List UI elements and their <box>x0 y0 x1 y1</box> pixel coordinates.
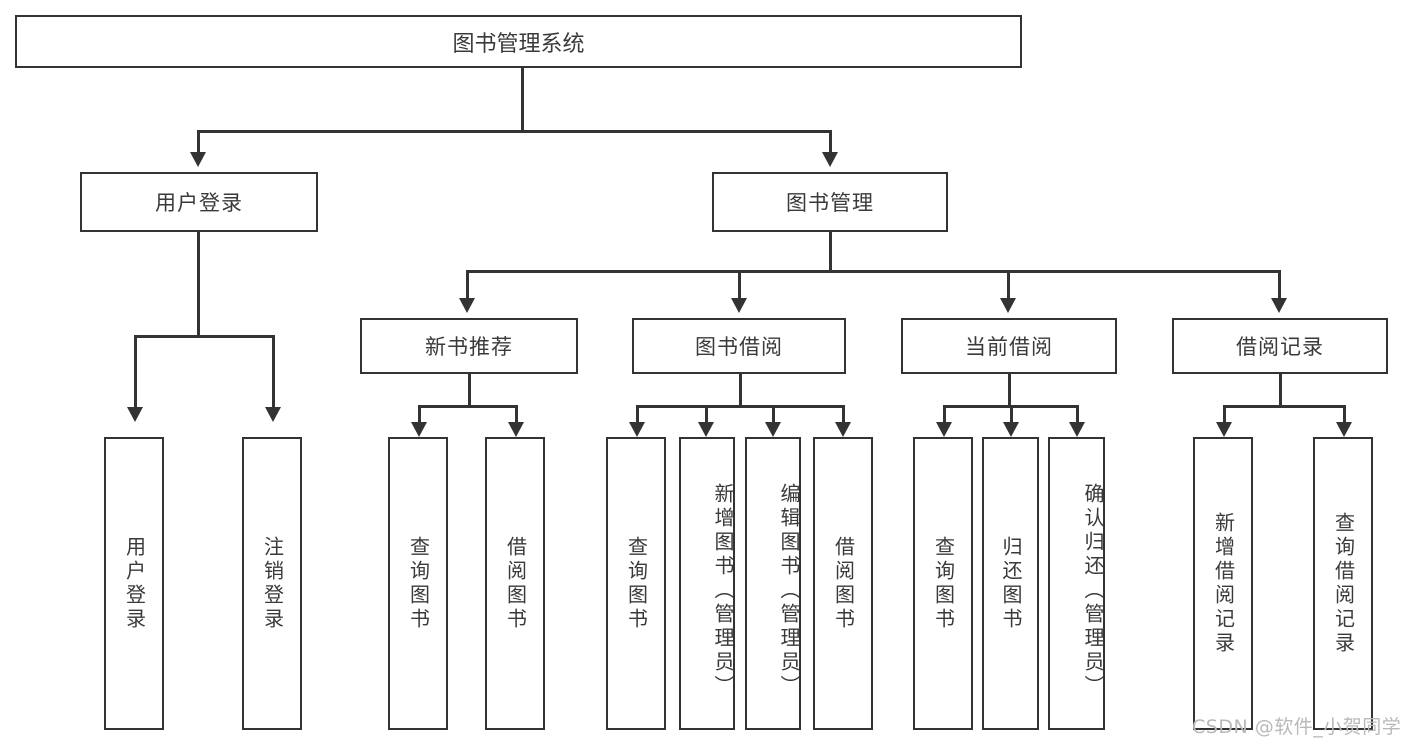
arrow-to-recommend-borrow <box>508 422 524 437</box>
connector-record-stem <box>1279 374 1282 407</box>
connector-root-to-login <box>197 130 200 152</box>
connector-login-stem <box>197 232 200 335</box>
connector-recommend-l2 <box>515 405 518 422</box>
connector-borrow-l3 <box>772 405 775 422</box>
connector-record-l2 <box>1343 405 1346 422</box>
node-label: 新增图书（管理员） <box>711 482 735 699</box>
node-label: 新书推荐 <box>425 335 513 359</box>
connector-root-stem <box>521 68 524 130</box>
node-label: 用户登录 <box>122 535 147 632</box>
node-new-book-recommend[interactable]: 新书推荐 <box>360 318 578 374</box>
leaf-logout[interactable]: 注销登录 <box>242 437 302 730</box>
node-label: 借阅图书 <box>831 535 856 632</box>
connector-recommend-stem <box>468 374 471 407</box>
arrow-to-current-borrow <box>1000 298 1016 313</box>
arrow-to-borrow-record <box>1271 298 1287 313</box>
arrow-to-new-book-recommend <box>459 298 475 313</box>
connector-borrow-stem <box>739 374 742 407</box>
leaf-borrow-query-book[interactable]: 查询图书 <box>606 437 666 730</box>
connector-record-bus <box>1223 405 1345 408</box>
connector-borrow-l1 <box>636 405 639 422</box>
node-current-borrow[interactable]: 当前借阅 <box>901 318 1117 374</box>
connector-root-to-bookmgmt <box>829 130 832 152</box>
connector-current-l2 <box>1010 405 1013 422</box>
arrow-to-record-add <box>1216 422 1232 437</box>
connector-borrow-bus <box>636 405 844 408</box>
node-label: 注销登录 <box>260 535 285 632</box>
leaf-user-login[interactable]: 用户登录 <box>104 437 164 730</box>
arrow-to-borrow-query <box>629 422 645 437</box>
node-label: 用户登录 <box>155 191 243 215</box>
arrow-to-borrow-lend <box>835 422 851 437</box>
connector-record-l1 <box>1223 405 1226 422</box>
node-label: 新增借阅记录 <box>1211 511 1236 656</box>
node-user-login[interactable]: 用户登录 <box>80 172 318 232</box>
leaf-borrow-add-book[interactable]: 新增图书（管理员） <box>679 437 735 730</box>
connector-current-stem <box>1008 374 1011 407</box>
connector-recommend-l1 <box>418 405 421 422</box>
arrow-to-leaf-logout <box>265 407 281 422</box>
leaf-current-return-book[interactable]: 归还图书 <box>982 437 1039 730</box>
node-label: 图书管理系统 <box>452 31 585 57</box>
node-label: 编辑图书（管理员） <box>777 482 801 699</box>
node-label: 图书管理 <box>786 191 874 215</box>
node-label: 归还图书 <box>999 535 1023 632</box>
node-book-management[interactable]: 图书管理 <box>712 172 948 232</box>
arrow-to-book-management <box>822 152 838 167</box>
connector-bookmgmt-b4 <box>1278 270 1281 298</box>
leaf-recommend-borrow-book[interactable]: 借阅图书 <box>485 437 545 730</box>
node-label: 借阅图书 <box>503 535 528 632</box>
node-label: 图书借阅 <box>695 335 783 359</box>
leaf-borrow-lend-book[interactable]: 借阅图书 <box>813 437 873 730</box>
leaf-record-query[interactable]: 查询借阅记录 <box>1313 437 1373 730</box>
arrow-to-record-query <box>1336 422 1352 437</box>
arrow-to-leaf-user-login <box>127 407 143 422</box>
node-label: 借阅记录 <box>1236 335 1324 359</box>
leaf-current-query-book[interactable]: 查询图书 <box>913 437 973 730</box>
connector-borrow-l4 <box>842 405 845 422</box>
watermark: CSDN @软件_小贺同学 <box>1192 716 1402 738</box>
arrow-to-book-borrow <box>731 298 747 313</box>
connector-bookmgmt-bus <box>466 270 1280 273</box>
arrow-to-current-return <box>1003 422 1019 437</box>
node-label: 查询借阅记录 <box>1331 511 1356 656</box>
arrow-to-borrow-edit <box>765 422 781 437</box>
arrow-to-current-query <box>936 422 952 437</box>
connector-current-l3 <box>1076 405 1079 422</box>
node-label: 查询图书 <box>406 535 431 632</box>
connector-bookmgmt-stem <box>829 232 832 272</box>
connector-login-right <box>272 335 275 407</box>
node-root-system[interactable]: 图书管理系统 <box>15 15 1022 68</box>
connector-bookmgmt-b2 <box>738 270 741 298</box>
node-book-borrow[interactable]: 图书借阅 <box>632 318 846 374</box>
arrow-to-current-confirm <box>1069 422 1085 437</box>
connector-borrow-l2 <box>705 405 708 422</box>
leaf-record-add[interactable]: 新增借阅记录 <box>1193 437 1253 730</box>
node-label: 确认归还（管理员） <box>1081 482 1105 699</box>
node-label: 查询图书 <box>624 535 649 632</box>
arrow-to-recommend-query <box>411 422 427 437</box>
arrow-to-user-login <box>190 152 206 167</box>
connector-bookmgmt-b1 <box>466 270 469 298</box>
node-borrow-record[interactable]: 借阅记录 <box>1172 318 1388 374</box>
leaf-current-confirm-return[interactable]: 确认归还（管理员） <box>1048 437 1105 730</box>
connector-root-bus <box>197 130 831 133</box>
leaf-recommend-query-book[interactable]: 查询图书 <box>388 437 448 730</box>
node-label: 查询图书 <box>931 535 956 632</box>
node-label: 当前借阅 <box>965 335 1053 359</box>
connector-bookmgmt-b3 <box>1007 270 1010 298</box>
connector-current-l1 <box>943 405 946 422</box>
connector-login-left <box>134 335 137 407</box>
leaf-borrow-edit-book[interactable]: 编辑图书（管理员） <box>745 437 801 730</box>
connector-login-bus <box>134 335 272 338</box>
arrow-to-borrow-add <box>698 422 714 437</box>
connector-recommend-bus <box>418 405 518 408</box>
